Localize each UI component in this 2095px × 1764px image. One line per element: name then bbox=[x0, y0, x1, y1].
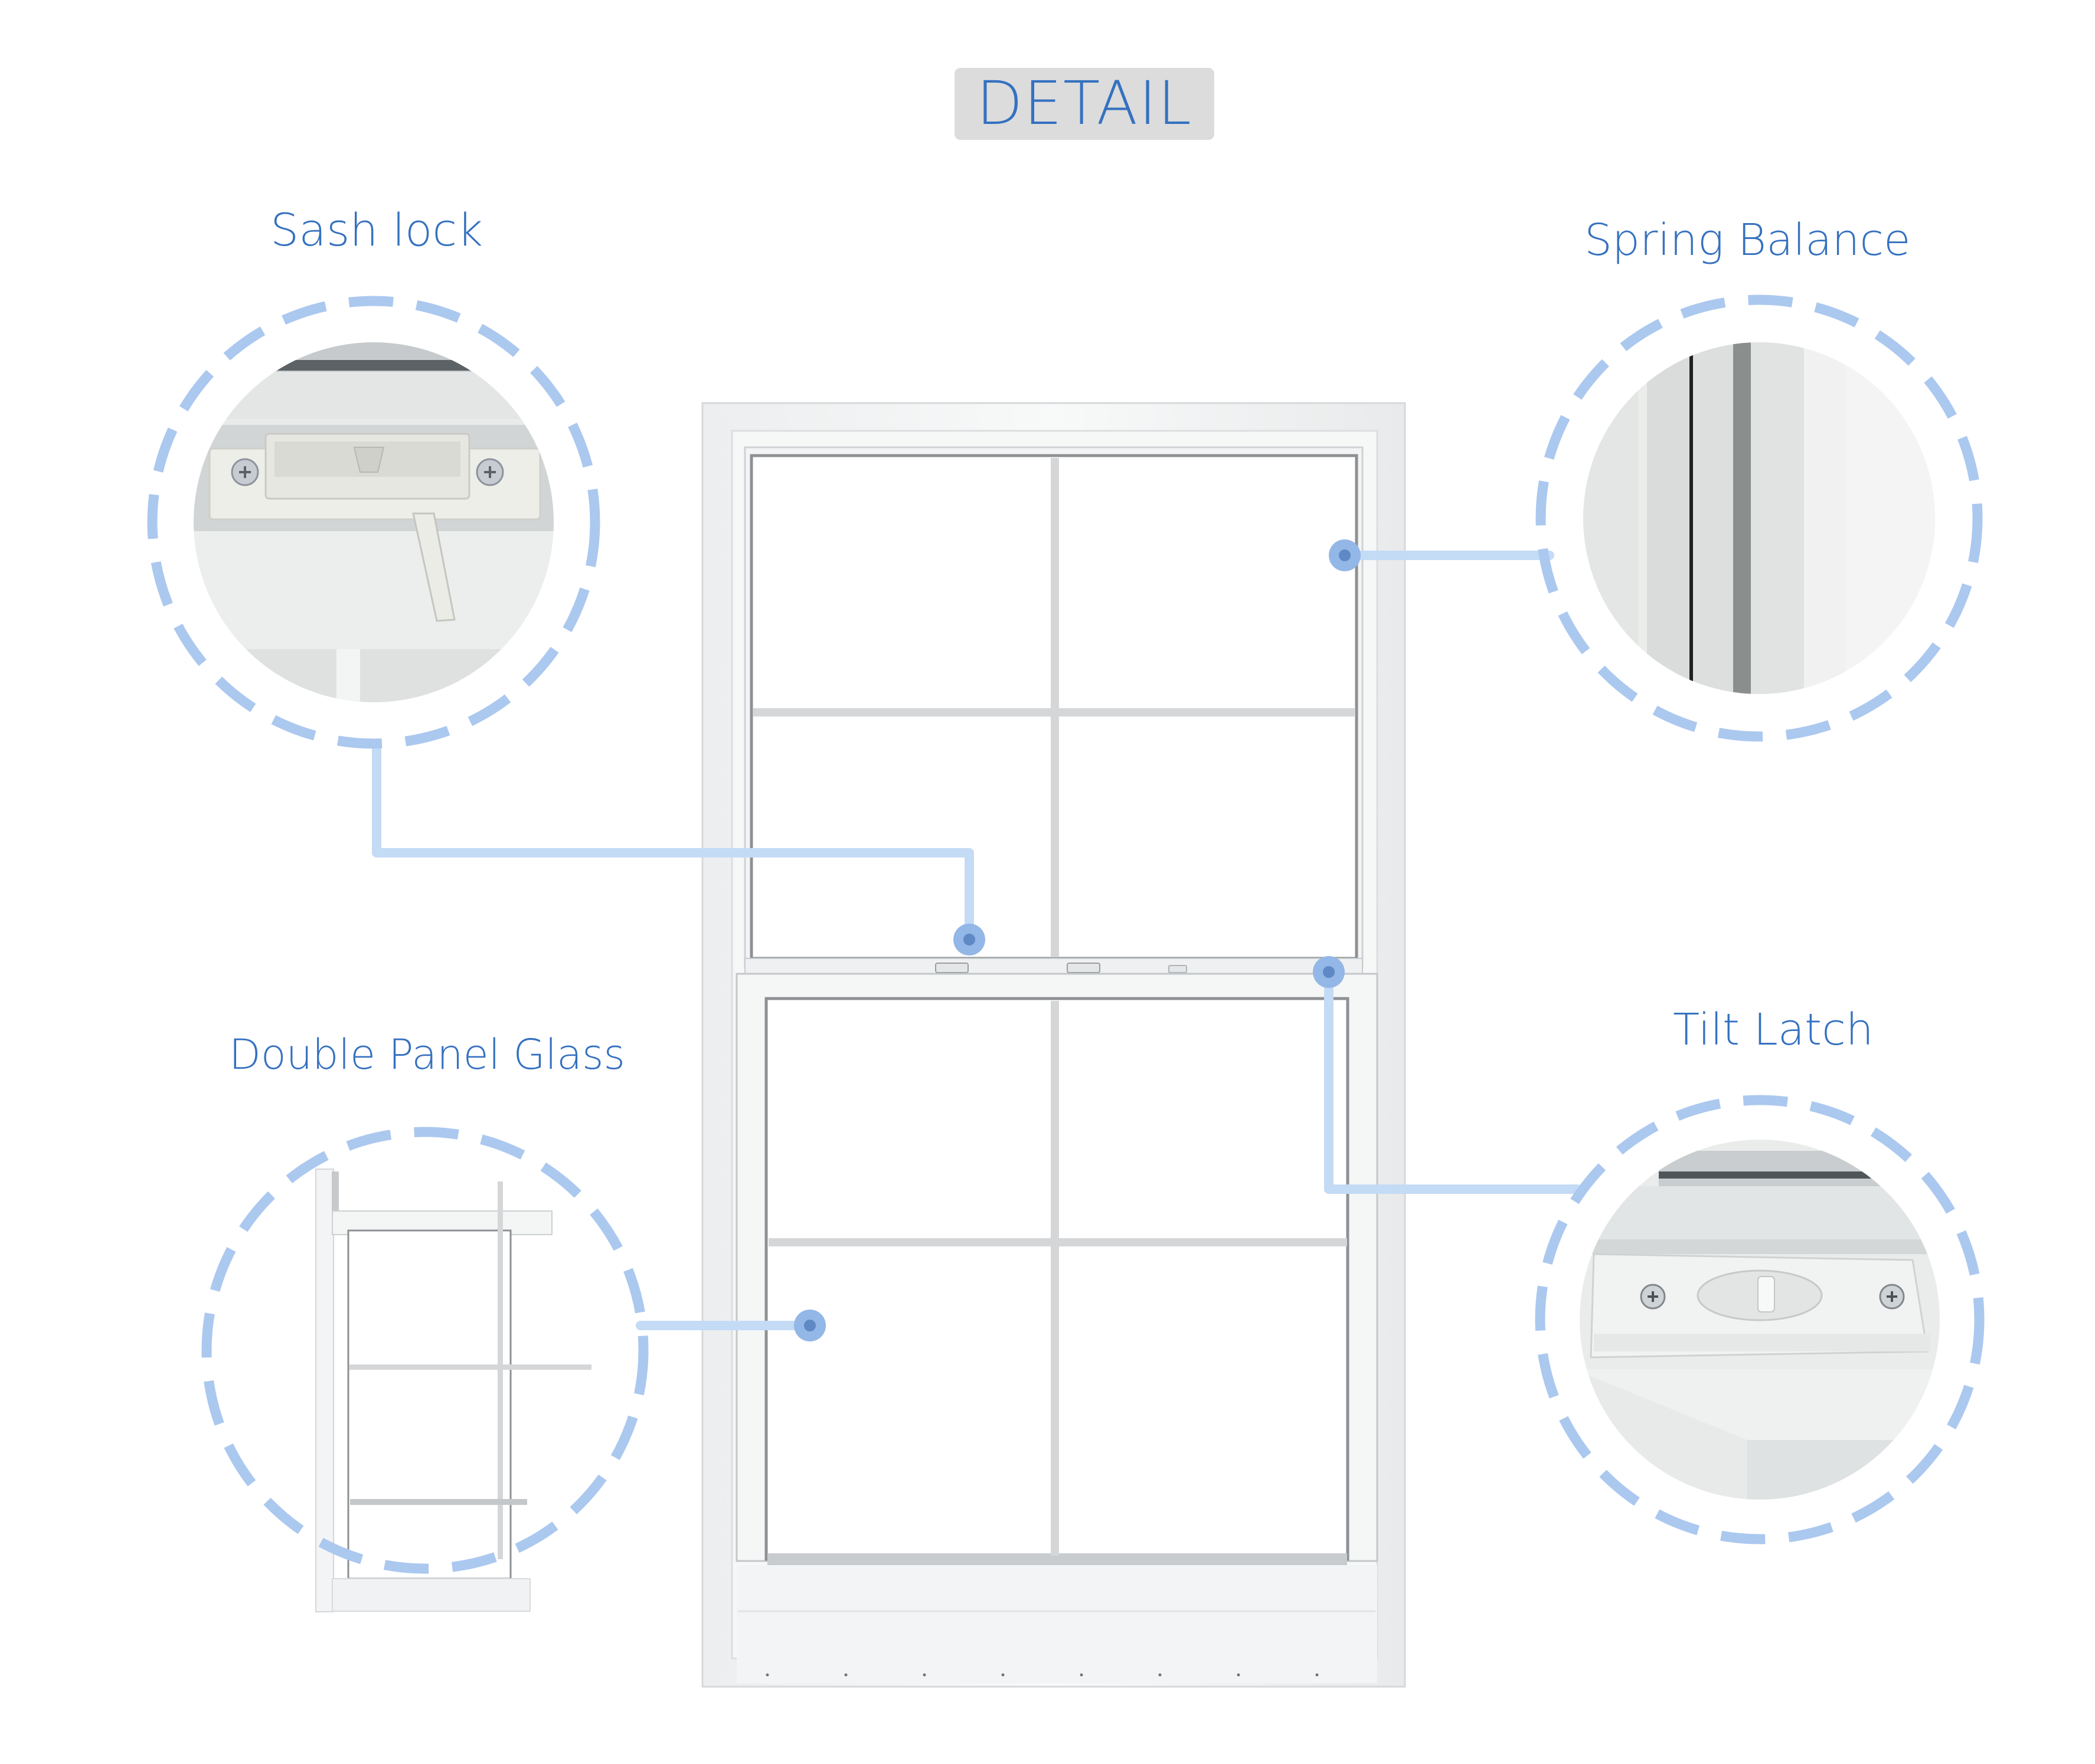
callout-label-double-panel-glass: Double Panel Glass bbox=[229, 1030, 625, 1079]
callout-sash-lock bbox=[147, 296, 600, 749]
dot-double-panel-glass bbox=[794, 1310, 826, 1341]
sill bbox=[737, 1565, 1377, 1683]
dashed-ring-tilt-latch bbox=[1535, 1095, 1985, 1544]
meeting-rail bbox=[744, 958, 1363, 974]
dashed-ring-spring-balance bbox=[1535, 294, 1983, 742]
callout-label-spring-balance: Spring Balance bbox=[1584, 215, 1911, 266]
double-panel-glass-photo bbox=[315, 1169, 591, 1612]
callout-label-tilt-latch: Tilt Latch bbox=[1673, 1004, 1874, 1055]
callout-tilt-latch bbox=[1535, 1095, 1985, 1544]
dot-sash-lock bbox=[953, 924, 985, 955]
upper-grille-horizontal bbox=[753, 708, 1355, 716]
lower-grille-horizontal bbox=[769, 1238, 1347, 1246]
tilt-latch-photo bbox=[1580, 1140, 1940, 1500]
leader-sash-lock bbox=[372, 740, 974, 944]
upper-grille-vertical bbox=[1051, 458, 1059, 957]
dashed-ring-double-panel-glass bbox=[201, 1127, 649, 1574]
page-title: DETAIL bbox=[976, 68, 1193, 139]
leader-lines bbox=[372, 551, 1582, 1330]
detail-title-badge: DETAIL bbox=[955, 68, 1214, 140]
dashed-ring-sash-lock bbox=[147, 296, 600, 749]
dot-spring-balance bbox=[1329, 539, 1361, 571]
callout-dots bbox=[794, 539, 1361, 1341]
sash-lock-hardware bbox=[935, 963, 1187, 973]
leader-tilt-latch bbox=[1324, 967, 1582, 1194]
dot-tilt-latch bbox=[1313, 956, 1345, 988]
callout-spring-balance bbox=[1535, 294, 1983, 742]
lower-grille-vertical bbox=[1051, 1001, 1059, 1556]
lower-glass-spacer bbox=[767, 1553, 1347, 1565]
sash-lock-photo bbox=[194, 342, 554, 702]
sill-screw-holes bbox=[766, 1673, 1319, 1677]
window-illustration bbox=[701, 402, 1406, 1688]
callout-double-panel-glass bbox=[201, 1127, 649, 1612]
spring-balance-photo bbox=[1583, 342, 1935, 694]
callout-label-sash-lock: Sash lock bbox=[270, 204, 483, 256]
